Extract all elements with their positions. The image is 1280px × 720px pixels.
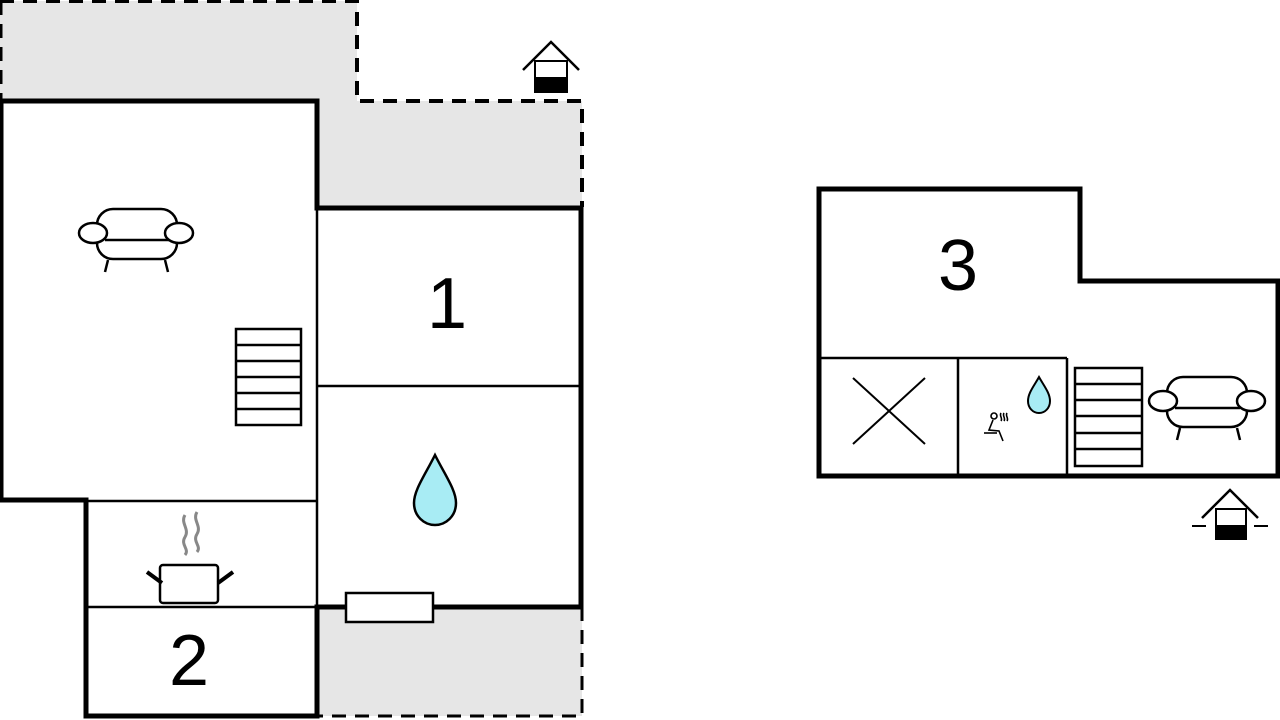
sofa-icon [1147,375,1267,441]
cross-icon [852,377,926,445]
room-label-1: 1 [427,264,467,344]
water-drop-icon [412,452,458,527]
cooking-pot-icon [145,511,235,605]
sofa-icon [77,207,195,273]
entrance-icon [1192,488,1268,540]
stairs-icon [1073,366,1144,468]
window [344,591,435,624]
building-upper-floor [816,186,1280,479]
entrance-icon [522,40,580,93]
terrace-top [0,0,584,207]
stairs-icon [234,327,303,427]
sauna-icon [984,412,1009,442]
room-label-2: 2 [169,621,209,701]
room-label-3: 3 [938,226,978,306]
water-drop-icon [1026,374,1052,415]
terrace-bottom [317,607,584,718]
